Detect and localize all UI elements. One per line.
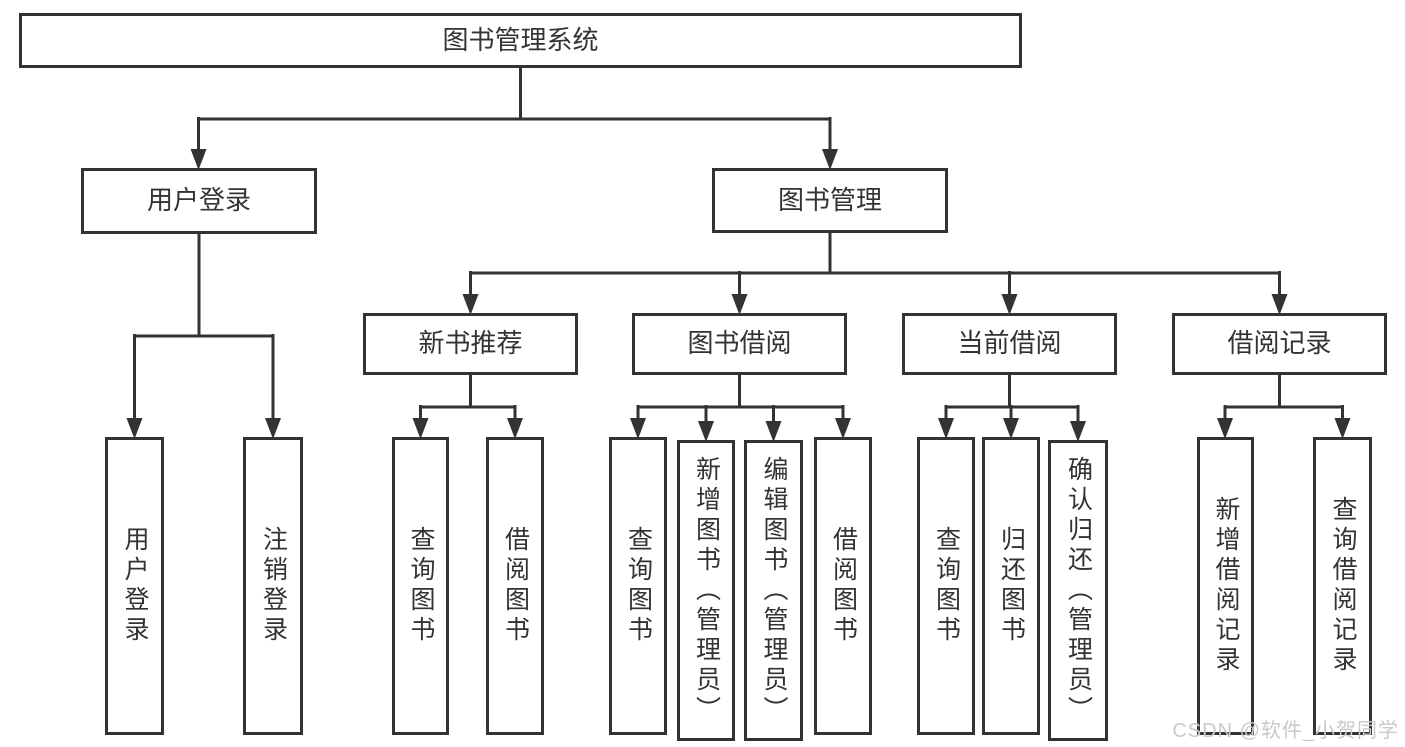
node-new-book-recommend: 新书推荐: [363, 313, 578, 375]
leaf-logout: 注销登录: [243, 437, 303, 735]
leaf-query-books-borrowing-label: 查询图书: [624, 526, 653, 646]
leaf-query-borrow-record: 查询借阅记录: [1313, 437, 1372, 735]
leaf-add-borrow-record: 新增借阅记录: [1197, 437, 1254, 735]
leaf-query-books-borrowing: 查询图书: [609, 437, 667, 735]
node-borrowing-records: 借阅记录: [1172, 313, 1387, 375]
leaf-borrow-books-borrowing-label: 借阅图书: [829, 526, 858, 646]
node-user-login: 用户登录: [81, 168, 317, 234]
leaf-logout-label: 注销登录: [259, 526, 288, 646]
leaf-borrow-books-borrowing: 借阅图书: [814, 437, 872, 735]
node-current-borrowing: 当前借阅: [902, 313, 1117, 375]
leaf-query-borrow-record-label: 查询借阅记录: [1329, 496, 1357, 676]
leaf-user-login-label: 用户登录: [121, 526, 149, 646]
leaf-query-books-current: 查询图书: [917, 437, 975, 735]
leaf-query-books-recommend-label: 查询图书: [407, 526, 435, 646]
leaf-edit-book-admin-label: 编辑图书（管理员）: [760, 455, 788, 726]
leaf-query-books-recommend: 查询图书: [392, 437, 449, 735]
leaf-add-book-admin-label: 新增图书（管理员）: [692, 455, 721, 726]
leaf-user-login: 用户登录: [105, 437, 164, 735]
node-book-borrowing: 图书借阅: [632, 313, 847, 375]
watermark: CSDN @软件_小贺同学: [1172, 720, 1399, 742]
node-book-management: 图书管理: [712, 168, 948, 233]
leaf-edit-book-admin: 编辑图书（管理员）: [744, 440, 803, 741]
leaf-return-book-label: 归还图书: [997, 526, 1026, 646]
leaf-add-book-admin: 新增图书（管理员）: [677, 440, 735, 741]
node-root: 图书管理系统: [19, 13, 1022, 68]
leaf-confirm-return-admin: 确认归还（管理员）: [1048, 440, 1108, 741]
leaf-borrow-books-recommend-label: 借阅图书: [501, 526, 530, 646]
leaf-return-book: 归还图书: [982, 437, 1040, 735]
leaf-add-borrow-record-label: 新增借阅记录: [1212, 496, 1240, 676]
leaf-borrow-books-recommend: 借阅图书: [486, 437, 544, 735]
leaf-query-books-current-label: 查询图书: [932, 526, 961, 646]
leaf-confirm-return-admin-label: 确认归还（管理员）: [1064, 455, 1093, 726]
